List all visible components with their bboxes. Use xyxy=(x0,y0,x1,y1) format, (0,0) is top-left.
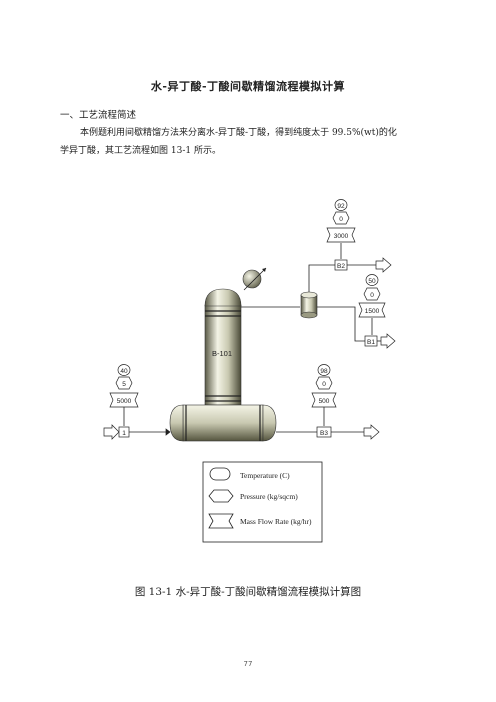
distillation-column: B-101 xyxy=(204,288,242,406)
stream-legend: Temperature (C) Pressure (kg/sqcm) Mass … xyxy=(202,461,323,543)
legend-pressure-label: Pressure (kg/sqcm) xyxy=(240,492,298,501)
feed-flow-bowtie xyxy=(109,392,139,408)
b3-stream-box xyxy=(316,426,332,438)
legend-mass-flow-label: Mass Flow Rate (kg/hr) xyxy=(240,517,312,526)
feed-arrowhead xyxy=(165,428,171,436)
reboiler-drum xyxy=(169,404,277,442)
b2-flow-bowtie xyxy=(326,227,356,243)
feed-temperature: 40 xyxy=(120,368,128,375)
b1-temperature-oval xyxy=(365,274,379,286)
stream-arrows xyxy=(103,257,396,440)
b2-outlet-arrow xyxy=(375,257,392,273)
feed-pressure: 5 xyxy=(122,381,126,388)
feed-temperature-oval xyxy=(117,364,131,376)
b1-pressure: 0 xyxy=(370,292,374,299)
bottoms-tag: 98 0 500 xyxy=(311,364,337,408)
legend-temperature-oval xyxy=(209,467,231,481)
document-title: 水-异丁酸-丁酸间歇精馏流程模拟计算 xyxy=(150,80,346,93)
legend-pressure-hex xyxy=(208,489,234,503)
b3-outlet-arrow xyxy=(363,424,380,440)
bottoms-pressure: 0 xyxy=(322,381,326,388)
feed-tag: 40 5 5000 xyxy=(109,364,139,408)
b1-mass-flow: 1500 xyxy=(365,308,380,315)
feed-pressure-hex xyxy=(115,376,133,390)
condenser xyxy=(242,267,267,291)
b2-pressure-hex xyxy=(332,211,350,225)
feed-mass-flow: 5000 xyxy=(117,398,132,405)
b1-temperature: 50 xyxy=(368,278,376,285)
section-heading: 一、工艺流程简述 xyxy=(60,110,137,121)
bottoms-flow-bowtie xyxy=(311,392,337,408)
b3-stream-id: B3 xyxy=(320,430,328,437)
b2-tag: 92 0 3000 xyxy=(326,199,356,243)
paragraph-line-2: 学异丁酸，其工艺流程如图 13-1 所示。 xyxy=(60,146,221,156)
figure-caption: 图 13-1 水-异丁酸-丁酸间歇精馏流程模拟计算图 xyxy=(134,586,362,598)
reflux-drum xyxy=(300,291,318,319)
b1-outlet-arrow xyxy=(380,333,396,349)
feed-stream-box xyxy=(118,426,130,438)
b1-tag: 50 0 1500 xyxy=(358,274,386,318)
bottoms-temperature: 98 xyxy=(320,368,328,375)
b2-temperature: 92 xyxy=(337,203,345,210)
bottoms-temperature-oval xyxy=(317,364,331,376)
b2-mass-flow: 3000 xyxy=(334,233,349,240)
b2-temperature-oval xyxy=(334,199,348,211)
b1-flow-bowtie xyxy=(358,302,386,318)
paragraph-line-1: 本例题利用间歇精馏方法来分离水-异丁酸-丁酸，得到纯度太于 99.5%(wt)的… xyxy=(80,128,397,138)
b1-pressure-hex xyxy=(363,287,381,301)
b2-stream-id: B2 xyxy=(337,263,345,270)
feed-inlet-arrow xyxy=(103,424,120,440)
page-number: 77 xyxy=(243,660,253,668)
column-label: B-101 xyxy=(212,349,232,358)
feed-stream-id: 1 xyxy=(122,430,126,437)
legend-flow-bowtie xyxy=(208,513,234,529)
bottoms-mass-flow: 500 xyxy=(319,398,330,405)
b2-stream-box xyxy=(334,259,348,271)
bottoms-pressure-hex xyxy=(315,376,333,390)
b1-stream-box xyxy=(364,335,378,347)
b1-stream-id: B1 xyxy=(367,339,375,346)
b2-pressure: 0 xyxy=(339,216,343,223)
legend-temperature-label: Temperature (C) xyxy=(240,471,290,480)
